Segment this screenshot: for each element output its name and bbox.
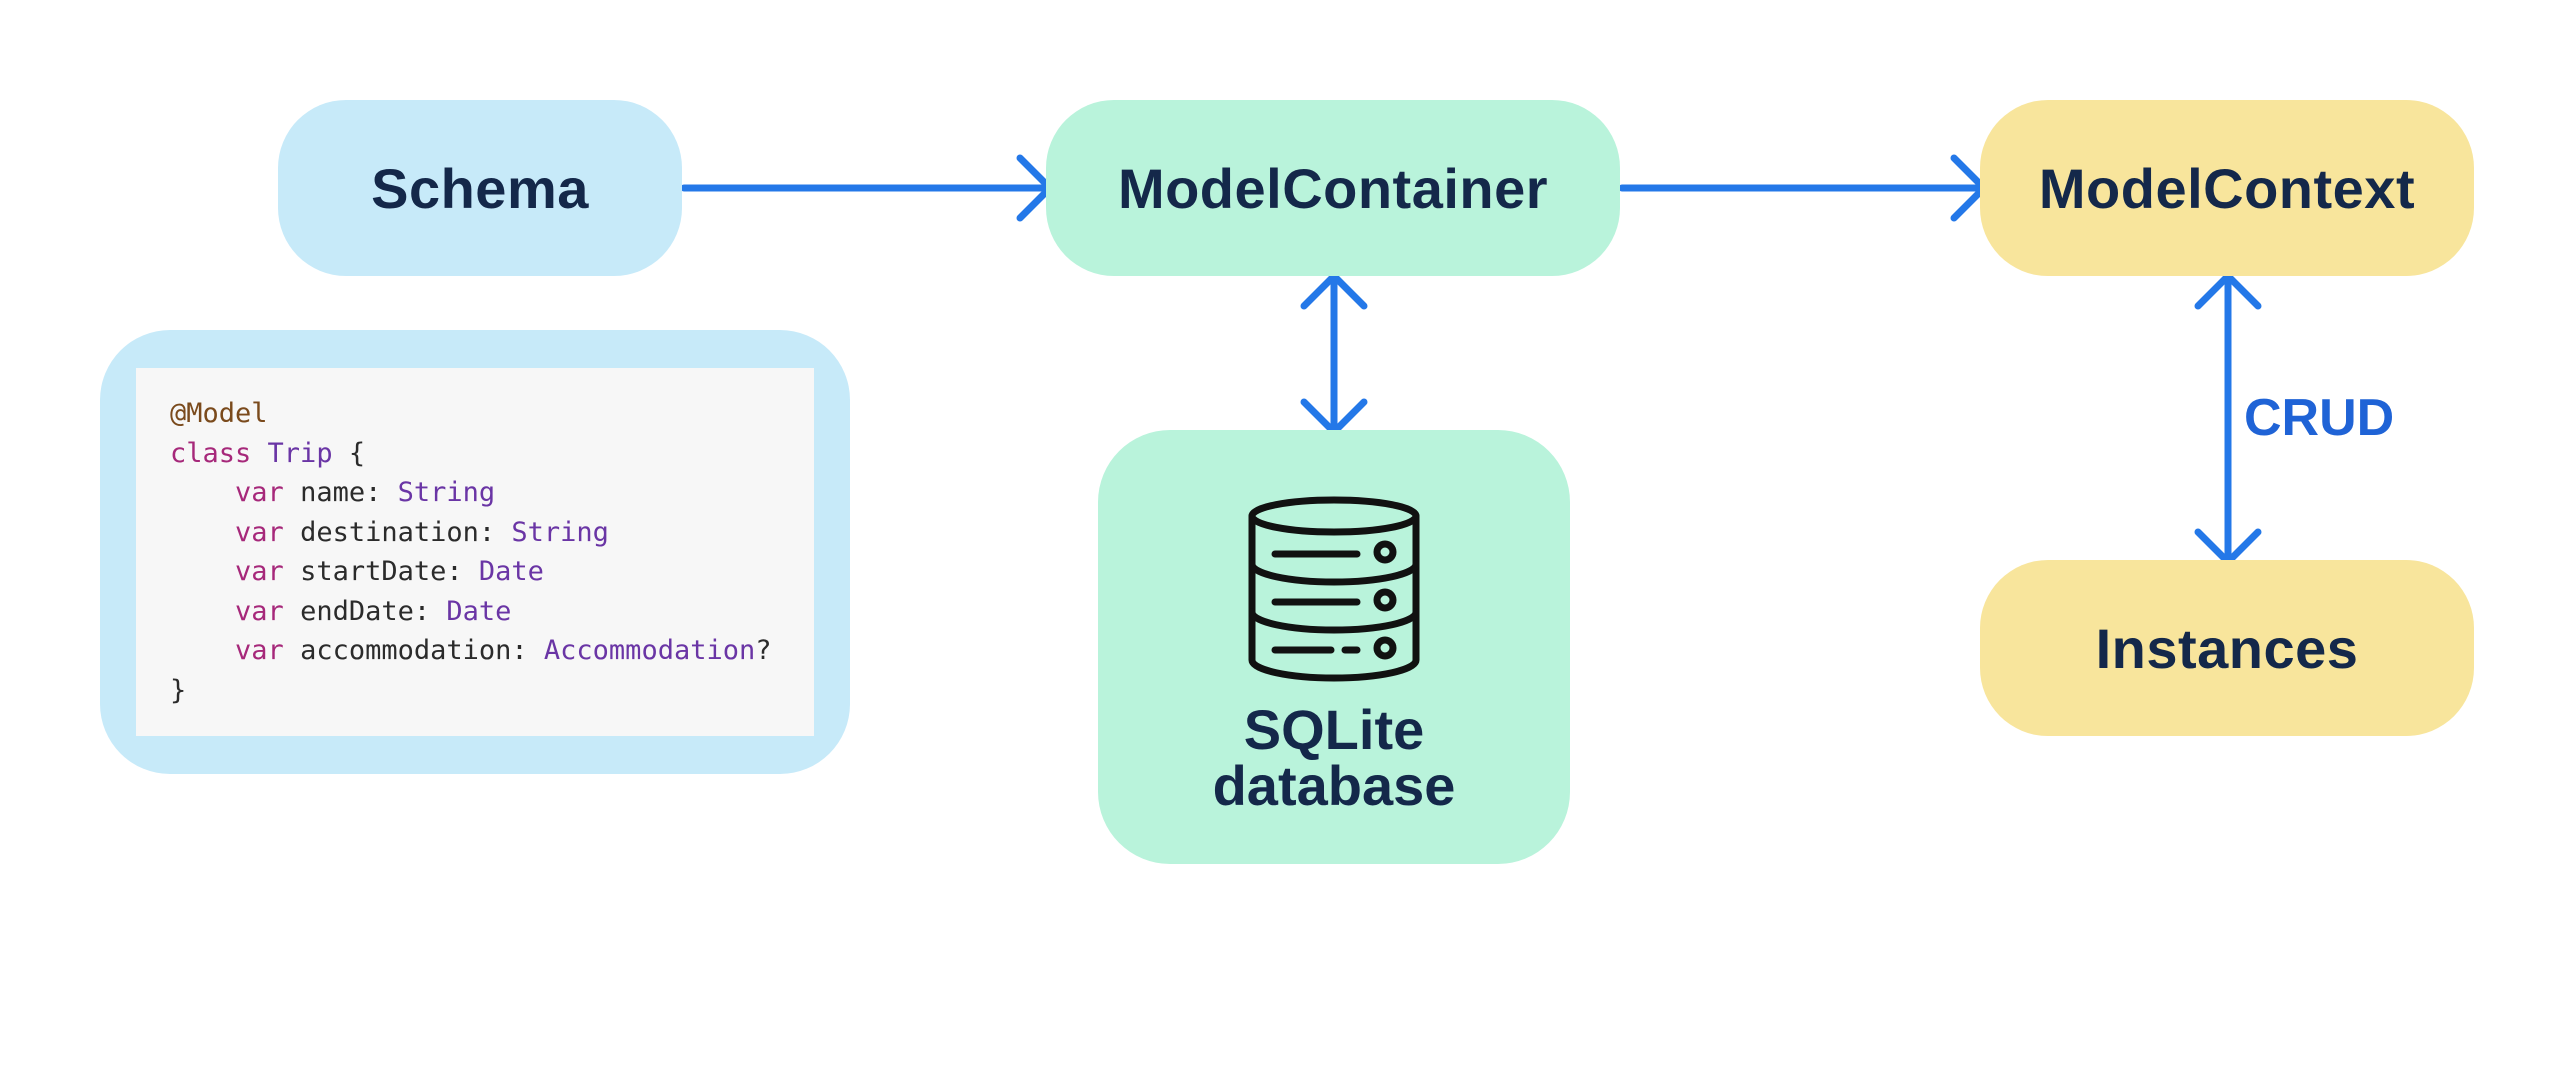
- code-token: @Model: [170, 398, 268, 429]
- code-token: {: [332, 437, 366, 469]
- model-container-label: ModelContainer: [1117, 156, 1549, 220]
- code-token: startDate:: [283, 556, 479, 587]
- schema-code-card: @Model class Trip { var name: String var …: [100, 330, 850, 774]
- code-token: [251, 438, 267, 469]
- code-token: String: [397, 477, 496, 508]
- model-context-label: ModelContext: [2038, 156, 2416, 220]
- model-container-node: ModelContainer: [1046, 100, 1620, 276]
- database-icon: [1248, 496, 1420, 682]
- code-token: Date: [446, 595, 512, 627]
- code-token: var: [235, 477, 284, 508]
- instances-node: Instances: [1980, 560, 2474, 736]
- code-token: var: [235, 516, 284, 548]
- code-token: [170, 596, 235, 627]
- code-token: ?: [755, 635, 772, 666]
- arrow-schema-to-container: [680, 154, 1054, 222]
- schema-label: Schema: [371, 156, 589, 220]
- code-token: Accommodation: [543, 635, 756, 666]
- crud-edge-label: CRUD: [2244, 389, 2395, 447]
- code-token: class: [170, 437, 252, 469]
- code-token: [170, 517, 235, 548]
- code-token: String: [511, 516, 609, 548]
- arrow-container-to-context: [1618, 154, 1988, 222]
- arrow-container-sqlite-bidirectional: [1300, 272, 1368, 436]
- code-line: var accommodation: Accommodation?: [170, 631, 814, 671]
- code-line: var name: String: [170, 473, 814, 513]
- code-token: destination:: [283, 516, 512, 548]
- code-line: class Trip {: [170, 434, 814, 474]
- code-token: [170, 635, 235, 666]
- code-token: var: [235, 595, 284, 627]
- model-context-node: ModelContext: [1980, 100, 2474, 276]
- instances-label: Instances: [2095, 616, 2359, 680]
- sqlite-database-label: SQLite database: [1212, 698, 1456, 817]
- code-token: var: [235, 635, 284, 666]
- code-token: Trip: [267, 437, 333, 469]
- code-snippet: @Model class Trip { var name: String var …: [136, 368, 814, 736]
- code-line: var startDate: Date: [170, 552, 814, 592]
- code-token: }: [170, 674, 187, 706]
- code-token: Date: [478, 556, 544, 587]
- code-token: [170, 477, 235, 508]
- code-token: accommodation:: [283, 635, 544, 666]
- code-line: @Model: [170, 394, 814, 434]
- schema-node: Schema: [278, 100, 682, 276]
- code-line: var destination: String: [170, 513, 814, 553]
- sqlite-database-node: SQLite database: [1098, 430, 1570, 864]
- code-line: var endDate: Date: [170, 592, 814, 632]
- code-token: var: [235, 556, 284, 587]
- code-token: endDate:: [283, 595, 447, 627]
- code-token: name:: [283, 477, 398, 508]
- code-line: }: [170, 671, 814, 711]
- code-token: [170, 556, 235, 587]
